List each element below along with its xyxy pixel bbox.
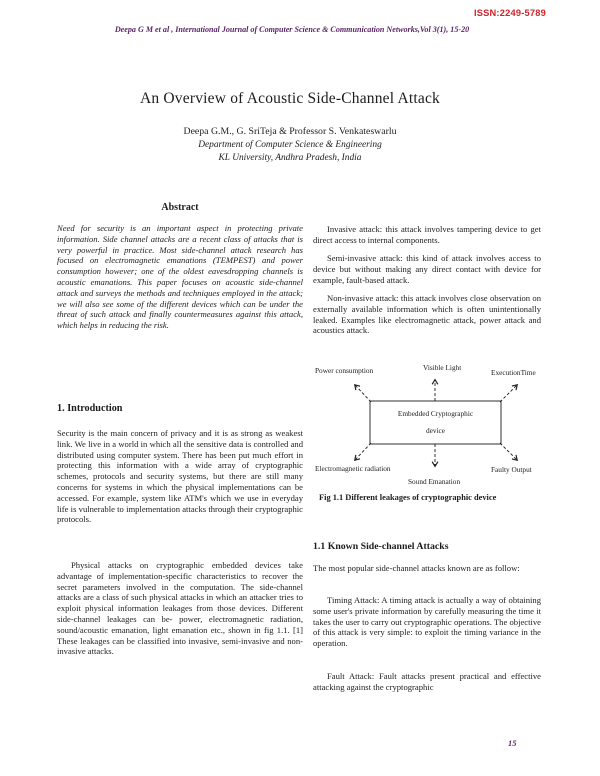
university-line: KL University, Andhra Pradesh, India <box>218 153 362 163</box>
introduction-heading: 1. Introduction <box>57 403 123 414</box>
crypto-device-box-label-line1: Embedded Cryptographic <box>398 409 474 418</box>
em-radiation-label: Electromagnetic radiation <box>315 464 391 473</box>
power-consumption-label: Power consumption <box>315 366 374 375</box>
execution-time-arrow <box>499 383 519 403</box>
power-consumption-arrow <box>354 383 372 403</box>
em-radiation-arrow <box>354 442 372 462</box>
non-invasive-attack-paragraph: Non-invasive attack: this attack involve… <box>313 293 541 336</box>
faulty-output-label: Faulty Output <box>491 465 532 474</box>
abstract-heading: Abstract <box>161 202 199 213</box>
authors-line: Deepa G.M., G. SriTeja & Professor S. Ve… <box>183 126 397 137</box>
figure-1-1-leakage-diagram: Embedded Cryptographic device Power cons… <box>313 358 543 491</box>
fault-attack-paragraph: Fault Attack: Fault attacks present prac… <box>313 671 541 692</box>
introduction-paragraph-1: Security is the main concern of privacy … <box>57 428 303 525</box>
abstract-text: Need for security is an important aspect… <box>57 223 303 331</box>
invasive-attack-paragraph: Invasive attack: this attack involves ta… <box>313 224 541 245</box>
figure-1-1-caption: Fig 1.1 Different leakages of cryptograp… <box>319 493 497 502</box>
semi-invasive-attack-paragraph: Semi-invasive attack: this kind of attac… <box>313 253 541 285</box>
faulty-output-arrow <box>499 442 519 462</box>
page-number: 15 <box>508 739 517 748</box>
leakage-diagram-svg: Embedded Cryptographic device Power cons… <box>315 363 536 486</box>
running-head-citation: Deepa G M et al , International Journal … <box>114 25 470 34</box>
timing-attack-paragraph: Timing Attack: A timing attack is actual… <box>313 595 541 649</box>
crypto-device-box <box>369 400 502 445</box>
department-line: Department of Computer Science & Enginee… <box>198 140 382 150</box>
introduction-paragraph-2: Physical attacks on cryptographic embedd… <box>57 560 303 657</box>
section-1-1-heading: 1.1 Known Side-channel Attacks <box>313 541 449 552</box>
issn-number: ISSN:2249-5789 <box>473 8 546 18</box>
execution-time-label: ExecutionTime <box>491 368 536 377</box>
crypto-device-box-label-line2: device <box>426 426 445 435</box>
known-attacks-intro-paragraph: The most popular side-channel attacks kn… <box>313 563 520 573</box>
paper-title: An Overview of Acoustic Side-Channel Att… <box>139 90 441 107</box>
sound-emanation-label: Sound Emanation <box>408 477 460 486</box>
visible-light-label: Visible Light <box>423 363 461 372</box>
